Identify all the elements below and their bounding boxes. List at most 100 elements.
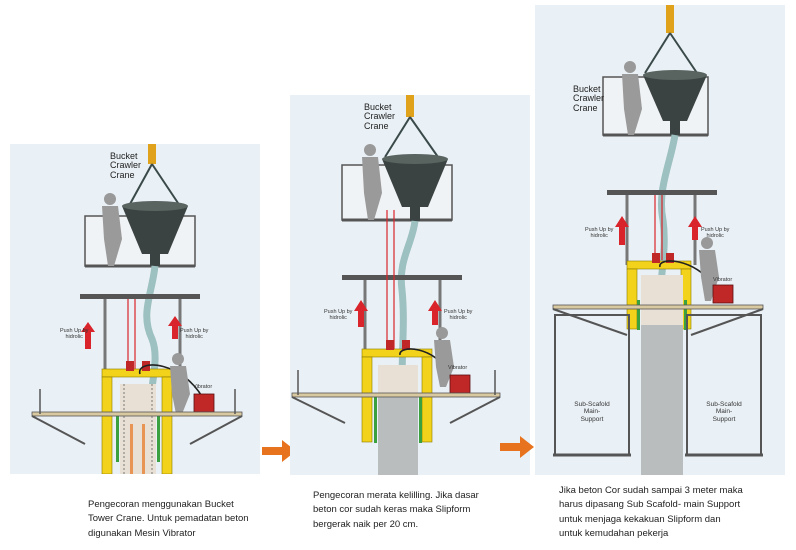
hydraulic-jack-1 <box>652 253 660 263</box>
push-arrow-left <box>81 322 95 349</box>
bucket-rim <box>122 201 188 211</box>
working-deck <box>31 411 243 417</box>
label-bucket: Bucket <box>110 151 138 161</box>
label-vibrator: Vibrator <box>713 277 733 283</box>
deck-brace-right <box>449 396 501 424</box>
cast-concrete <box>641 325 683 475</box>
concrete-bucket <box>382 159 448 207</box>
caption-step-3: Jika beton Cor sudah sampai 3 meter maka… <box>559 484 789 541</box>
panel-step-3: Bucket Crawler Crane Push Up by hidrolic… <box>535 5 785 475</box>
working-deck <box>291 392 501 398</box>
hydraulic-jack-2 <box>666 253 674 263</box>
yellow-yoke-top <box>361 348 433 358</box>
sub-scafold-line2: Main- <box>583 408 601 416</box>
deck-brace-right <box>189 415 243 445</box>
push-arrow-right <box>688 216 702 240</box>
label-crane: Crane <box>364 120 389 131</box>
push-up-line1: Push Up by <box>60 328 89 334</box>
push-up-line2: hidrolic <box>185 334 203 341</box>
bucket-cable <box>644 32 698 74</box>
wall-concrete <box>378 365 418 395</box>
worker-head <box>364 144 376 156</box>
push-arrow-left <box>354 300 368 327</box>
caption-3-line1: Jika beton Cor sudah sampai 3 meter maka <box>559 485 743 496</box>
step-arrow-1 <box>262 440 296 462</box>
formwork-right <box>684 300 687 330</box>
yellow-leg-left <box>626 268 638 330</box>
push-up-line2: hidrolic <box>65 334 83 341</box>
formwork-right <box>419 395 422 443</box>
vibrator-machine <box>712 284 734 304</box>
bucket-rim <box>382 154 448 164</box>
push-arrow-right <box>168 316 182 339</box>
panel-step-1: Bucket Crawler Crane Push Up by hidrolic… <box>10 144 260 474</box>
label-sub-scafold-right: Sub-Scafold Main- Support <box>697 401 751 423</box>
push-up-line1: Push Up by <box>444 309 473 315</box>
cast-concrete <box>378 395 418 475</box>
panel-1-illustration <box>10 144 260 474</box>
deck-brace-left <box>31 415 86 445</box>
crane-hook <box>406 95 414 117</box>
label-push-up-left: Push Up by hidrolic <box>324 309 352 321</box>
label-bucket-crawler-crane: Bucket Crawler Crane <box>364 102 396 131</box>
upper-yoke-beam <box>342 275 462 280</box>
worker-2-body <box>170 366 190 414</box>
push-up-line1: Push Up by <box>701 227 730 233</box>
label-bucket-crawler-crane: Bucket Crawler Crane <box>110 151 142 180</box>
caption-3-line3: untuk menjaga kekakuan Slipform dan <box>559 513 721 525</box>
label-push-up-right: Push Up by hidrolic <box>180 328 208 340</box>
worker-2-head <box>701 237 713 249</box>
label-crane: Crane <box>110 169 135 180</box>
vibrator-hose <box>139 364 207 405</box>
sub-scafold-line2: Main- <box>715 408 733 416</box>
worker-body <box>622 74 642 135</box>
concrete-bucket <box>643 75 707 121</box>
worker-2-body <box>434 340 454 387</box>
push-up-line1: Push Up by <box>324 309 353 315</box>
formwork-right <box>157 412 160 462</box>
yellow-leg-right <box>161 376 173 474</box>
label-bucket-crawler-crane: Bucket Crawler Crane <box>573 84 604 113</box>
deck-brace-left <box>291 396 346 424</box>
caption-3-line2: harus dipasang Sub Scafold- main Support <box>559 499 741 511</box>
concrete-bucket <box>122 206 188 254</box>
panel-step-2: Bucket Crawler Crane Push Up by hidrolic… <box>290 95 530 475</box>
bucket-nozzle <box>150 254 160 266</box>
panel-2-illustration <box>290 95 530 475</box>
formwork-left <box>637 300 640 330</box>
panel-3-illustration <box>535 5 785 475</box>
worker-2-head <box>172 353 184 365</box>
label-crawler: Crawler <box>110 160 142 171</box>
sub-scafold-line3: Support <box>580 415 604 423</box>
caption-1-line1: Pengecoran menggunakan Bucket <box>88 499 234 510</box>
caption-1-line3: digunakan Mesin Vibrator <box>88 527 196 539</box>
sub-scafold-line1: Sub-Scafold <box>574 401 610 408</box>
glow-1 <box>130 424 133 474</box>
worker-body <box>362 157 382 220</box>
push-up-line2: hidrolic <box>329 315 347 322</box>
push-up-line2: hidrolic <box>590 233 608 240</box>
label-vibrator: Vibrator <box>448 365 468 371</box>
bucket-cable <box>129 163 181 207</box>
label-crawler: Crawler <box>364 111 396 122</box>
caption-2-line2: beton cor sudah keras maka Slipform <box>313 504 471 516</box>
yellow-yoke-top <box>101 368 173 378</box>
caption-3-line4: untuk kemudahan pekerja <box>559 527 669 539</box>
push-arrow-right <box>428 300 442 325</box>
label-vibrator: Vibrator <box>193 384 213 390</box>
crane-hook <box>666 5 674 33</box>
bucket-cable <box>384 116 439 158</box>
worker-head <box>104 193 116 205</box>
hydraulic-jack-2 <box>402 340 410 350</box>
working-deck <box>552 304 764 310</box>
hydraulic-jack-1 <box>386 340 394 350</box>
formwork-left <box>374 395 377 443</box>
label-push-up-right: Push Up by hidrolic <box>701 227 729 239</box>
worker-head <box>624 61 636 73</box>
label-crane: Crane <box>573 102 598 113</box>
formwork-left <box>116 412 119 462</box>
glow-2 <box>142 424 145 474</box>
worker-2-head <box>436 327 448 339</box>
wall-concrete <box>641 275 683 325</box>
label-push-up-right: Push Up by hidrolic <box>444 309 472 321</box>
